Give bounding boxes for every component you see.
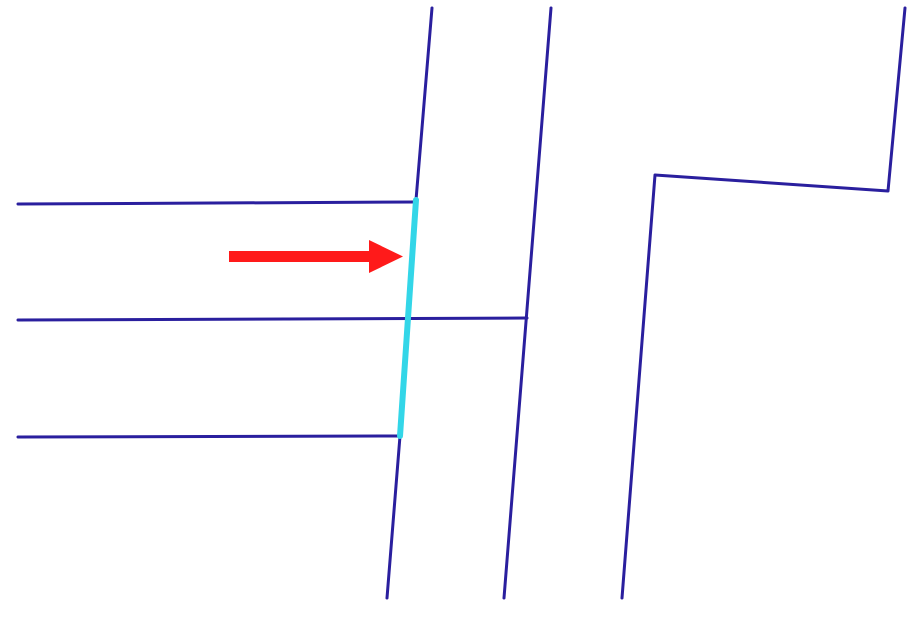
horizontal-top-line [16, 200, 418, 206]
right-step-outline [620, 6, 907, 600]
highlighted-segment[interactable] [397, 197, 419, 439]
arrow-head [369, 240, 403, 273]
horizontal-middle-line [16, 316, 529, 322]
arrow-shaft [229, 251, 374, 262]
middle-wall-line [502, 6, 553, 600]
left-wall-lower-line [385, 434, 402, 600]
arrow-right-icon [229, 240, 403, 273]
outline-lines [16, 6, 907, 600]
horizontal-bottom-line [16, 434, 402, 439]
left-wall-upper-line [414, 6, 434, 202]
